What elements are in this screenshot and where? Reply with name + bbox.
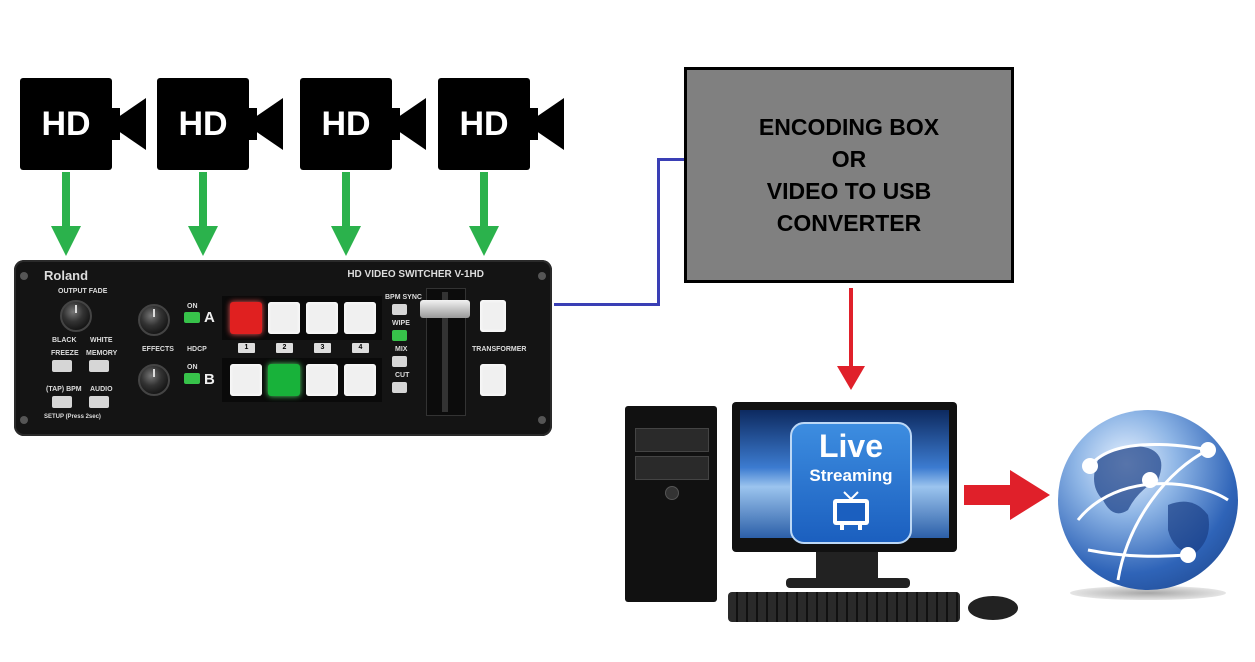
encoding-box-line-2: OR xyxy=(831,146,867,172)
encoding-box-line-4: CONVERTER xyxy=(776,210,922,236)
computer-tower xyxy=(625,406,717,602)
camera-lens-icon xyxy=(108,98,146,150)
connector-line xyxy=(554,303,658,306)
cut-button[interactable] xyxy=(392,382,407,393)
bus-a-pad-2[interactable] xyxy=(268,302,300,334)
black-label: BLACK xyxy=(52,337,77,344)
white-label: WHITE xyxy=(90,337,113,344)
hd-camera-3: HD xyxy=(300,78,435,170)
effects-label: EFFECTS xyxy=(142,346,174,353)
bus-a-pad-1[interactable] xyxy=(230,302,262,334)
camera-label: HD xyxy=(20,78,112,170)
streaming-label: Streaming xyxy=(809,466,893,485)
memory-label: MEMORY xyxy=(86,350,118,357)
channel-1-label: 1 xyxy=(238,343,255,353)
mix-label: MIX xyxy=(395,346,408,353)
bus-a-label: A xyxy=(204,309,215,326)
bus-b-label: B xyxy=(204,371,215,388)
output-fade-knob[interactable] xyxy=(60,300,92,332)
bus-a-pad-4[interactable] xyxy=(344,302,376,334)
brand-logo: Roland xyxy=(44,268,89,283)
internet-globe-icon xyxy=(1058,410,1238,590)
video-switcher: Roland HD VIDEO SWITCHER V-1HD OUTPUT FA… xyxy=(14,260,552,436)
tap-bpm-label: (TAP) BPM xyxy=(46,386,82,393)
tap-bpm-button[interactable] xyxy=(52,396,72,408)
audio-button[interactable] xyxy=(89,396,109,408)
hd-camera-1: HD xyxy=(20,78,155,170)
setup-label: SETUP (Press 2sec) xyxy=(44,414,101,420)
monitor: Live Streaming xyxy=(732,402,957,552)
transformer-up-button[interactable] xyxy=(480,300,506,332)
camera-lens-icon xyxy=(526,98,564,150)
bus-b-pad-3[interactable] xyxy=(306,364,338,396)
on-b-button[interactable] xyxy=(184,373,200,384)
monitor-screen: Live Streaming xyxy=(740,410,949,544)
hd-camera-4: HD xyxy=(438,78,573,170)
monitor-stand xyxy=(816,552,878,580)
connector-line xyxy=(657,158,684,161)
connector-line xyxy=(657,158,660,306)
green-arrow-icon xyxy=(469,172,499,256)
green-arrow-icon xyxy=(331,172,361,256)
effects-b-knob[interactable] xyxy=(138,364,170,396)
keyboard xyxy=(728,592,960,622)
mouse xyxy=(968,596,1018,620)
wipe-button[interactable] xyxy=(392,330,407,341)
camera-label: HD xyxy=(300,78,392,170)
bus-a-pad-3[interactable] xyxy=(306,302,338,334)
green-arrow-icon xyxy=(51,172,81,256)
on-a-button[interactable] xyxy=(184,312,200,323)
transformer-down-button[interactable] xyxy=(480,364,506,396)
model-label: HD VIDEO SWITCHER V-1HD xyxy=(347,269,484,280)
red-down-arrow-icon xyxy=(837,288,865,390)
effects-a-knob[interactable] xyxy=(138,304,170,336)
output-fade-label: OUTPUT FADE xyxy=(58,288,108,295)
freeze-label: FREEZE xyxy=(51,350,79,357)
hd-camera-2: HD xyxy=(157,78,292,170)
green-arrow-icon xyxy=(188,172,218,256)
camera-lens-icon xyxy=(245,98,283,150)
live-streaming-badge: Live Streaming xyxy=(790,422,912,544)
mix-button[interactable] xyxy=(392,356,407,367)
camera-label: HD xyxy=(157,78,249,170)
on-a-label: ON xyxy=(187,303,198,310)
wipe-label: WIPE xyxy=(392,320,410,327)
camera-lens-icon xyxy=(388,98,426,150)
bus-b-pad-2[interactable] xyxy=(268,364,300,396)
bpm-sync-button[interactable] xyxy=(392,304,407,315)
cut-label: CUT xyxy=(395,372,410,379)
memory-button[interactable] xyxy=(89,360,109,372)
tv-icon xyxy=(833,491,869,530)
bus-b-pad-4[interactable] xyxy=(344,364,376,396)
transformer-label: TRANSFORMER xyxy=(472,346,527,353)
audio-label: AUDIO xyxy=(90,386,113,393)
encoding-box: ENCODING BOX OR VIDEO TO USB CONVERTER xyxy=(684,67,1014,283)
on-b-label: ON xyxy=(187,364,198,371)
encoding-box-line-1: ENCODING BOX xyxy=(758,114,940,140)
channel-4-label: 4 xyxy=(352,343,369,353)
bpm-sync-label: BPM SYNC xyxy=(385,294,422,301)
hdcp-label: HDCP xyxy=(187,346,207,353)
power-button[interactable] xyxy=(665,486,679,500)
monitor-stand-base xyxy=(786,578,910,588)
freeze-button[interactable] xyxy=(52,360,72,372)
t-bar-fader[interactable] xyxy=(420,300,470,318)
encoding-box-line-3: VIDEO TO USB xyxy=(766,178,932,204)
bus-b-pad-1[interactable] xyxy=(230,364,262,396)
channel-3-label: 3 xyxy=(314,343,331,353)
camera-label: HD xyxy=(438,78,530,170)
red-right-arrow-icon xyxy=(964,470,1050,520)
channel-2-label: 2 xyxy=(276,343,293,353)
live-label: Live xyxy=(818,428,884,464)
